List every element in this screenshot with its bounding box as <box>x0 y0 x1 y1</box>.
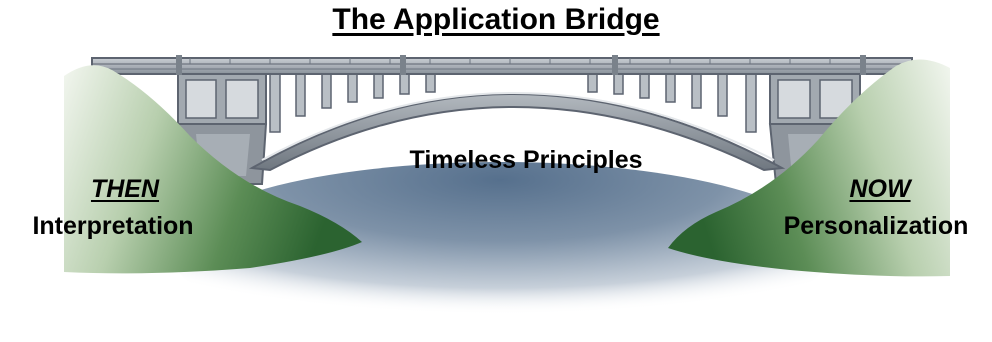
bridge-columns <box>269 71 757 133</box>
bridge-arch <box>248 93 786 172</box>
left-heading: THEN <box>90 175 160 203</box>
diagram-title: The Application Bridge <box>332 3 660 36</box>
left-label: Interpretation <box>32 212 194 240</box>
right-hill <box>668 59 950 277</box>
river-water <box>170 162 830 342</box>
left-abutment <box>176 71 268 185</box>
right-label: Personalization <box>783 212 969 240</box>
center-label: Timeless Principles <box>409 146 643 174</box>
right-heading: NOW <box>849 175 911 203</box>
left-hill <box>64 65 362 274</box>
bridge-deck <box>91 55 913 75</box>
bridge-railing <box>189 58 831 64</box>
